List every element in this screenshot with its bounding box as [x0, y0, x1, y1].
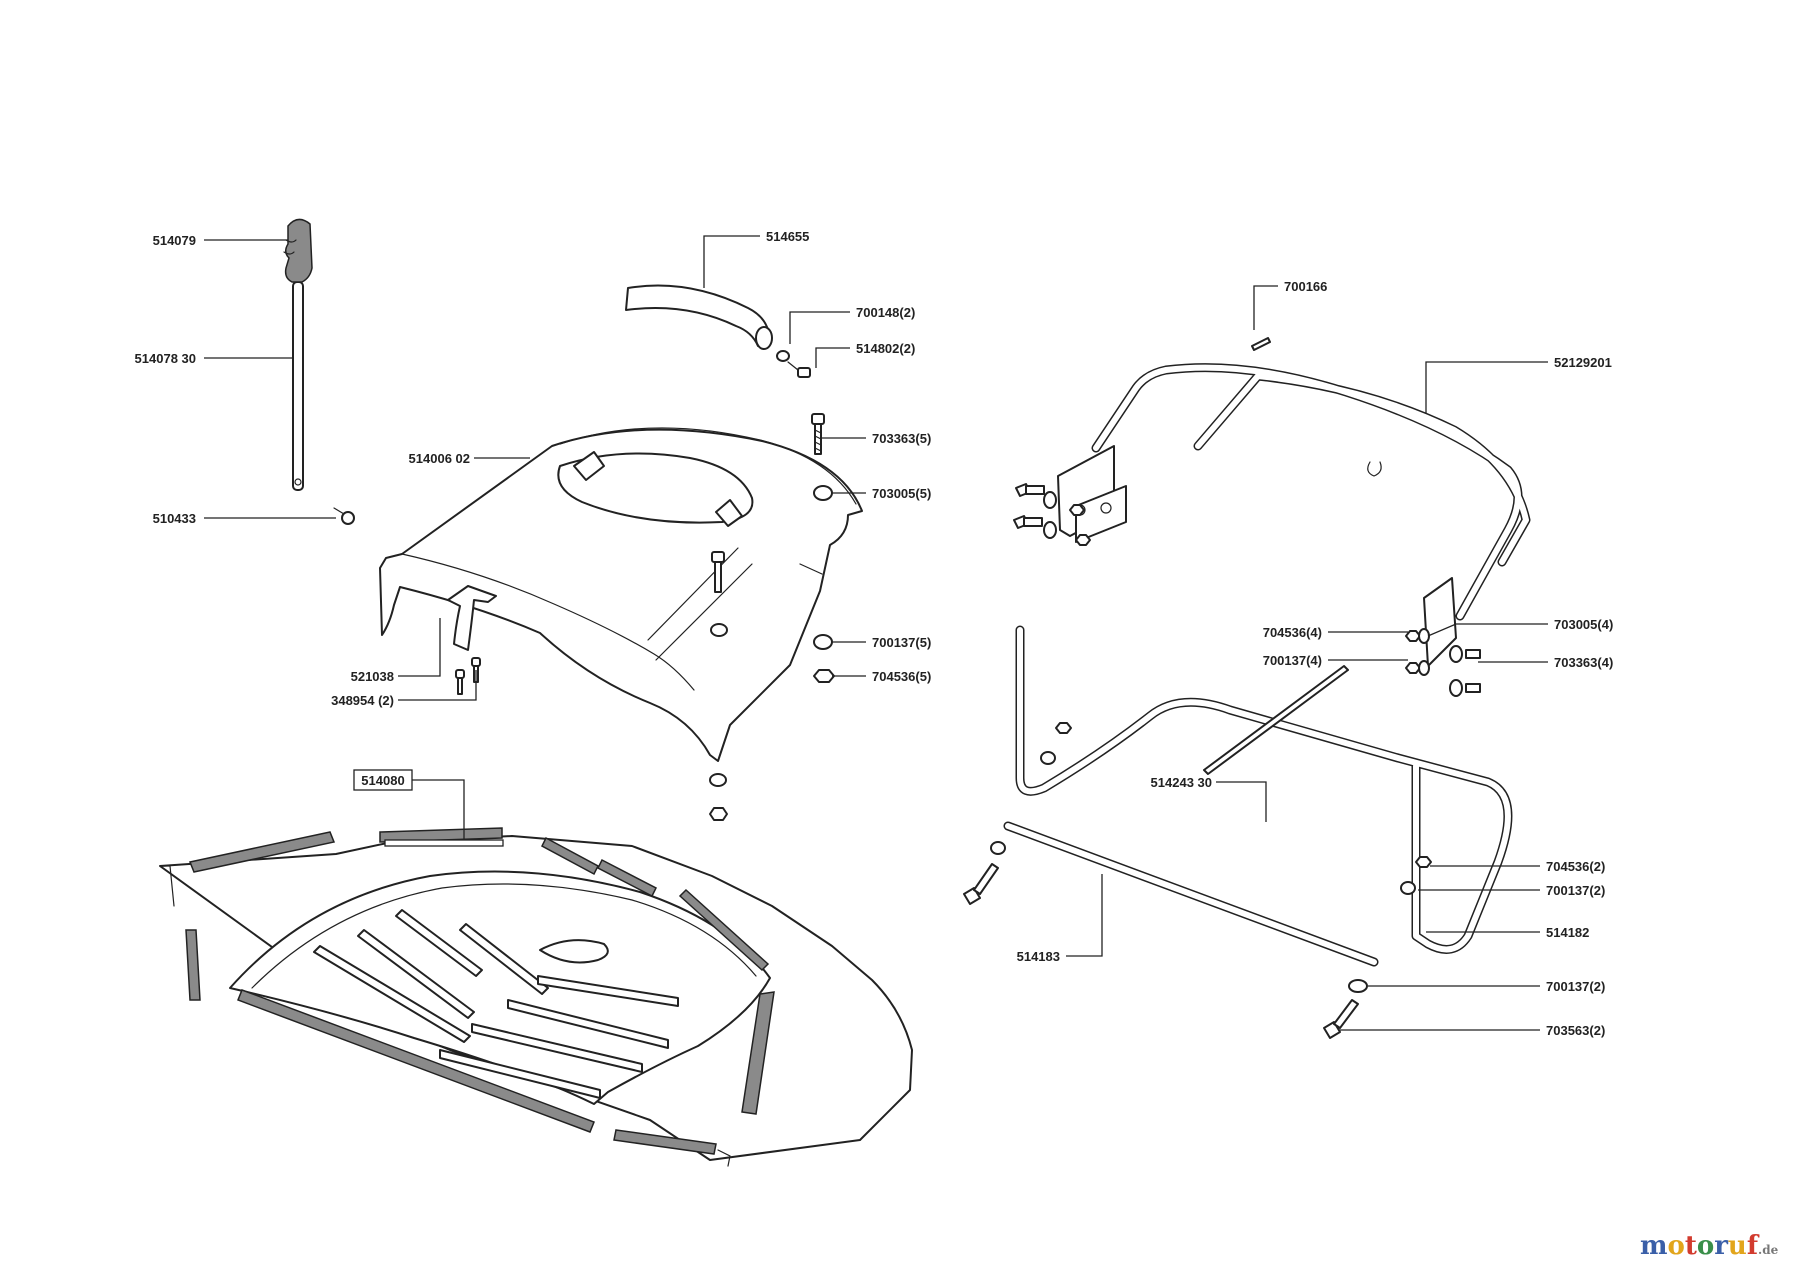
label-514655: 514655: [766, 229, 809, 244]
watermark-logo: motoruf.de: [1640, 1231, 1779, 1261]
label-348954-2: 348954 (2): [331, 693, 394, 708]
wm-letter: o: [1697, 1231, 1714, 1261]
label-521038: 521038: [351, 669, 394, 684]
label-703563-2: 703563(2): [1546, 1023, 1605, 1038]
frame-514182-inner: [1017, 627, 1511, 953]
hose-end: [755, 326, 773, 350]
washer-700148: [776, 350, 790, 362]
svg-text:motoruf.de: motoruf.de: [1640, 1231, 1779, 1261]
bag-tray-inner: [251, 883, 757, 989]
label-700137-2-a: 700137(2): [1546, 883, 1605, 898]
washer-cover-inner: [710, 623, 728, 637]
label-514080: 514080: [361, 773, 404, 788]
washer-700137-2b: [1348, 979, 1368, 993]
bolt-frame-left: [963, 863, 999, 905]
label-703005-4: 703005(4): [1554, 617, 1613, 632]
washer-cover-low: [709, 773, 727, 787]
shaft-hole: [294, 478, 302, 486]
label-703005-5: 703005(5): [872, 486, 931, 501]
label-514080-box: [353, 769, 413, 791]
frame-right-plate: [1423, 577, 1457, 667]
wm-letter: m: [1640, 1231, 1668, 1261]
handle-frame-assembly: [1013, 337, 1531, 697]
hose-514655: [625, 284, 769, 347]
label-703363-5: 703363(5): [872, 431, 931, 446]
grip-514079: [284, 218, 313, 283]
label-514183: 514183: [1017, 949, 1060, 964]
label-700166: 700166: [1284, 279, 1327, 294]
frame-52129201: [1091, 363, 1531, 621]
cover-clip-right: [715, 499, 743, 527]
cover-clip-left: [573, 451, 605, 481]
lower-frame-assembly: [963, 625, 1513, 1039]
nut-704536-2: [1415, 856, 1432, 868]
nut-frame-left: [1055, 722, 1072, 734]
bolt-cover-inner: [711, 551, 725, 593]
label-514079: 514079: [153, 233, 196, 248]
frame-514182: [1015, 625, 1513, 954]
shaft-514078: [292, 281, 304, 491]
label-704536-5: 704536(5): [872, 669, 931, 684]
screw-510433: [333, 507, 355, 525]
nut-704536: [813, 669, 835, 683]
left-bolts: [1013, 483, 1091, 546]
label-514802-2: 514802(2): [856, 341, 915, 356]
top-cover-assembly: [379, 284, 863, 821]
label-514182: 514182: [1546, 925, 1589, 940]
rod-514243: [1203, 665, 1349, 775]
label-704536-2: 704536(2): [1546, 859, 1605, 874]
label-703363-4: 703363(4): [1554, 655, 1613, 670]
washer-frame-left-2: [1040, 751, 1056, 765]
grass-bag-assembly: [159, 827, 913, 1167]
wm-letter: u: [1728, 1231, 1747, 1261]
bag-frame-corner: [159, 865, 731, 1167]
washer-703005: [813, 485, 833, 501]
label-514243-30: 514243 30: [1151, 775, 1212, 790]
label-700137-2-b: 700137(2): [1546, 979, 1605, 994]
cover-top-edge: [401, 427, 857, 691]
frame-hook: [1367, 461, 1382, 477]
tube-514183-inner: [1005, 823, 1377, 965]
label-700137-5: 700137(5): [872, 635, 931, 650]
screw-514802: [787, 361, 811, 378]
washer-frame-left: [990, 841, 1006, 855]
pin-700166: [1251, 337, 1271, 351]
leader-lines: [204, 235, 1548, 1031]
frame-left-plate-2: [1075, 485, 1127, 543]
wm-letter: o: [1668, 1231, 1685, 1261]
wm-letter: r: [1714, 1231, 1728, 1261]
handle-grip-assembly: [283, 218, 355, 525]
rubber-strips: [185, 827, 775, 1155]
label-514006-02: 514006 02: [409, 451, 470, 466]
washer-700137-2: [1400, 881, 1416, 895]
label-514078-30: 514078 30: [135, 351, 196, 366]
label-510433: 510433: [153, 511, 196, 526]
label-52129201: 52129201: [1554, 355, 1612, 370]
part-labels: 514079 514078 30 510433 514655 700148(2)…: [135, 229, 1614, 1038]
label-704536-4: 704536(4): [1263, 625, 1322, 640]
cover-rib: [647, 547, 823, 661]
label-700148-2: 700148(2): [856, 305, 915, 320]
cover-opening: [557, 452, 754, 524]
nut-cover-low: [709, 807, 728, 821]
wm-suffix: .de: [1758, 1243, 1779, 1257]
bracket-521038: [447, 585, 497, 651]
bolt-703563: [1323, 999, 1359, 1039]
right-bolts: [1405, 628, 1481, 697]
washer-700137: [813, 634, 833, 650]
wm-letter: f: [1747, 1231, 1760, 1261]
tray-ribs: [313, 909, 679, 1099]
wm-letter: t: [1685, 1231, 1697, 1261]
frame-52129201-inner: [1093, 364, 1529, 619]
bolt-703363: [811, 413, 825, 455]
label-700137-4: 700137(4): [1263, 653, 1322, 668]
